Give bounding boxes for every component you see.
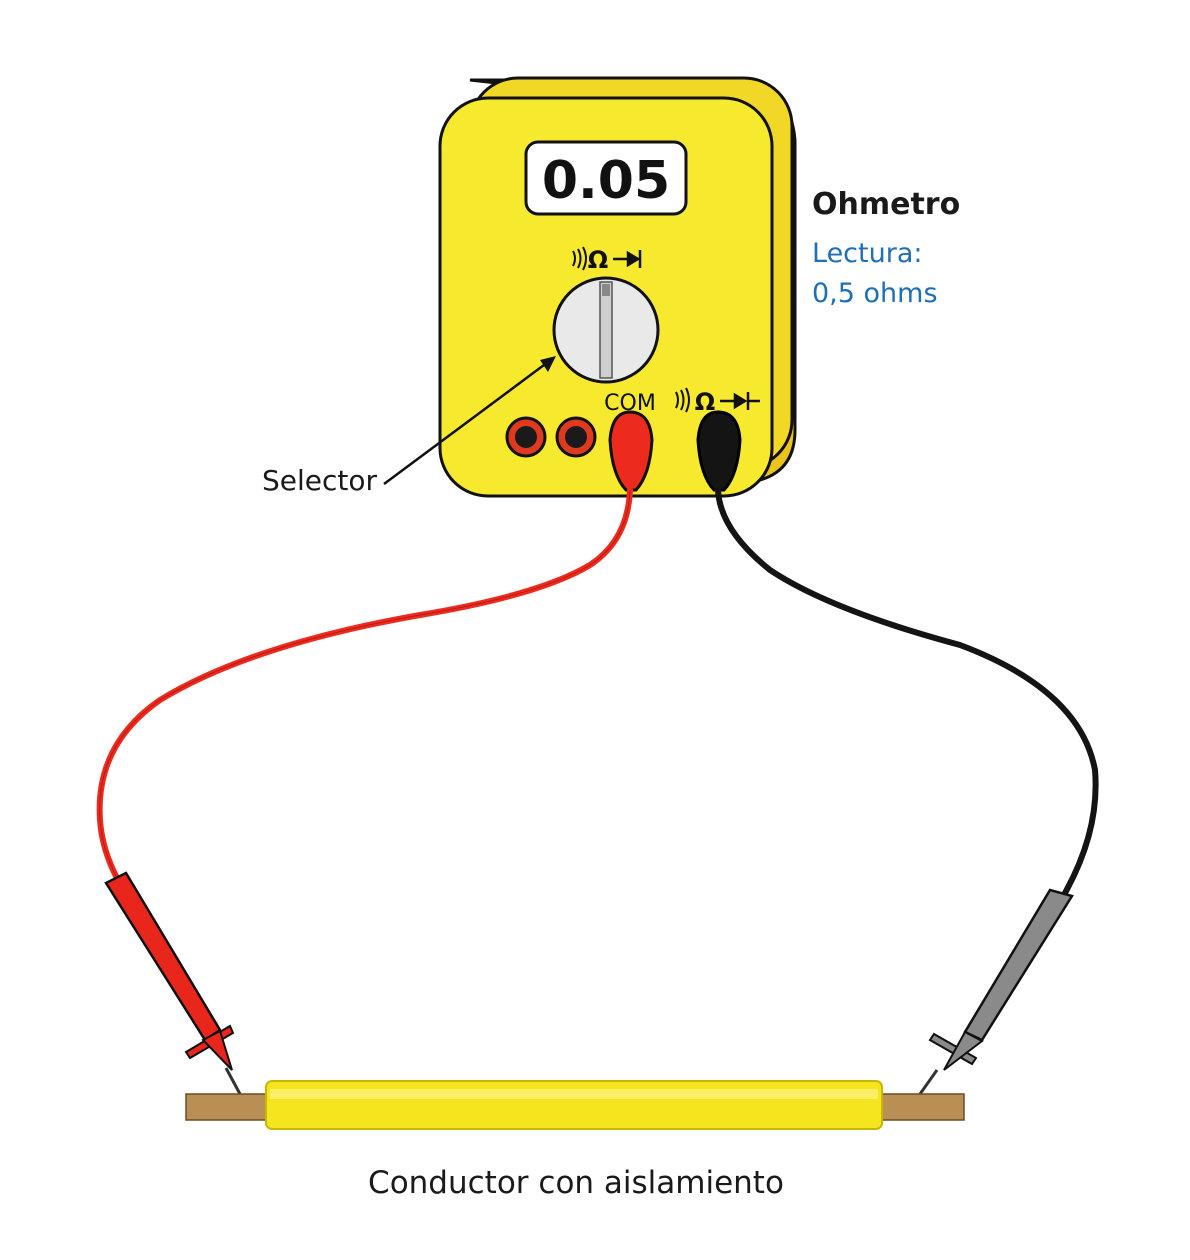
gray-probe[interactable] <box>918 888 1074 1095</box>
insulated-conductor <box>185 1080 965 1130</box>
reading-value: 0,5 ohms <box>812 278 938 309</box>
black-lead-wire <box>715 487 1099 896</box>
sound-icon <box>675 387 690 413</box>
diode-icon <box>720 392 760 410</box>
dial-symbol: Ω <box>572 246 642 274</box>
red-lead-wire <box>96 487 633 883</box>
red-plug[interactable] <box>608 410 654 492</box>
diode-icon <box>613 250 642 268</box>
conductor-caption: Conductor con aislamiento <box>368 1165 784 1201</box>
jack-2[interactable] <box>555 416 597 458</box>
insulation <box>265 1080 883 1130</box>
selector-knob[interactable] <box>552 276 660 384</box>
reading-label: Lectura: <box>812 238 922 269</box>
display-value: 0.05 <box>542 151 670 211</box>
omega-symbol: Ω <box>588 246 608 274</box>
red-lead-wire-outline <box>99 489 631 881</box>
red-probe[interactable] <box>104 871 242 1095</box>
jack-1[interactable] <box>505 416 547 458</box>
multimeter: 0.05 Ω COM <box>438 76 797 498</box>
sound-icon <box>572 246 587 271</box>
selector-arrow <box>383 356 556 486</box>
selector-label: Selector <box>262 464 378 497</box>
black-plug[interactable] <box>696 410 742 492</box>
insulation-shine <box>270 1089 878 1099</box>
port-ohm-label: Ω <box>675 387 760 416</box>
omega-symbol: Ω <box>695 388 715 416</box>
meter-title: Ohmetro <box>812 187 960 222</box>
meter-display <box>524 140 688 216</box>
